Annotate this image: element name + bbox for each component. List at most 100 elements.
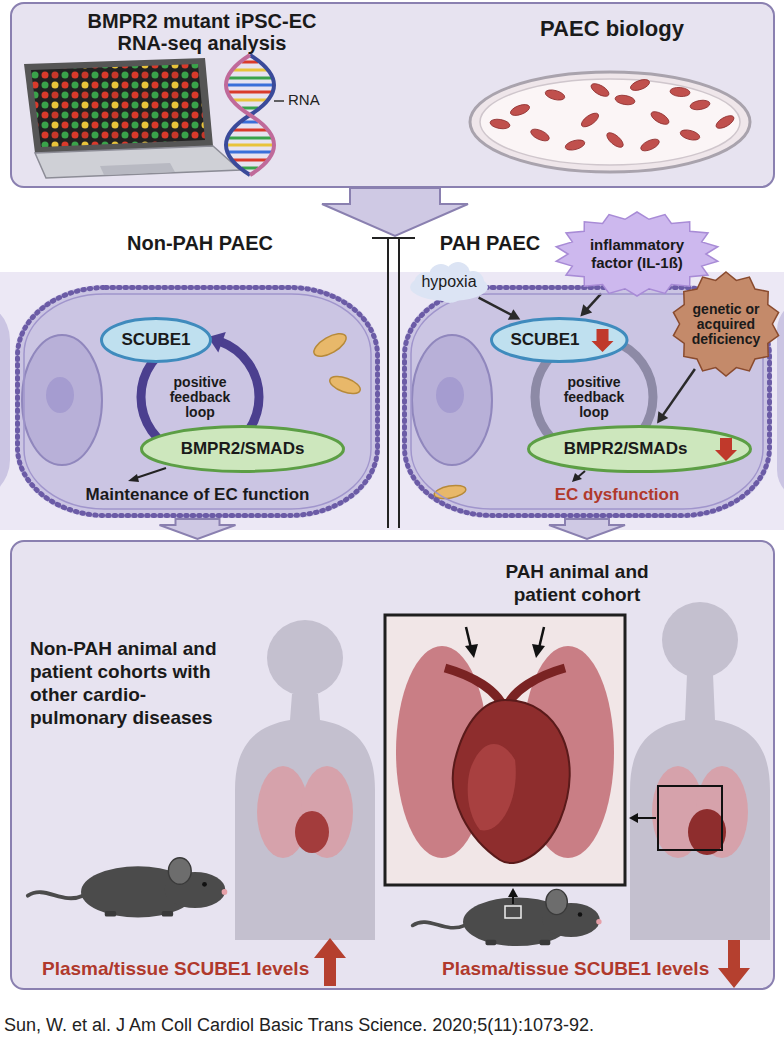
top-panel: BMPR2 mutant iPSC-EC RNA-seq analysis PAE… — [10, 2, 775, 188]
petri-dish-part — [489, 77, 736, 153]
heart-inset-part — [453, 700, 570, 863]
heart-inset-part — [466, 627, 471, 648]
panel-text: Plasma/tissue SCUBE1 levels — [442, 957, 709, 980]
person-silhouette-part — [235, 694, 375, 940]
person-silhouette-part — [295, 811, 329, 853]
node-text: positive feedback loop — [160, 375, 240, 420]
main-arrow-part — [322, 188, 468, 236]
mouse-figure-part — [508, 888, 518, 897]
nucleus-part — [22, 335, 102, 465]
factor-burst: inflammatory factor (IL-1ß) — [555, 212, 719, 296]
leader-line — [274, 100, 284, 102]
dna-helix-part — [226, 55, 274, 175]
burst-outline — [556, 212, 718, 296]
laptop — [24, 58, 240, 178]
tissue-band-part — [402, 285, 772, 518]
cell-membrane — [24, 294, 371, 509]
star-outline — [673, 272, 778, 376]
connector-line — [479, 298, 512, 315]
person-silhouette-part — [636, 817, 656, 819]
dna-helix-part-part — [228, 77, 272, 80]
connector — [160, 519, 236, 539]
node-text: positive feedback loop — [554, 375, 634, 420]
ellipse-outline — [142, 427, 344, 472]
panel-text: PAEC biology — [507, 16, 717, 42]
bottom-panel-ground-part — [10, 540, 775, 990]
petri-dish-part-part — [649, 109, 671, 127]
node-text: SCUBE1 — [122, 330, 191, 350]
petri-dish-part-part — [579, 111, 601, 130]
mitochondria-part — [310, 329, 349, 361]
effect-arrow-part — [128, 474, 139, 482]
panel-text: Non-PAH animal and patient cohorts with … — [30, 637, 235, 729]
dna-helix-part-part — [232, 129, 268, 132]
mouse-figure-part — [413, 889, 602, 946]
dna-helix-part-part — [228, 137, 272, 140]
mouse-figure-part — [505, 906, 521, 918]
bottom-panel-ground — [10, 540, 775, 990]
dna-helix-part-part — [232, 69, 268, 72]
connector — [479, 298, 521, 320]
heart-inset-part — [532, 644, 545, 658]
bottom-panel: Non-PAH animal and patient cohorts with … — [10, 540, 775, 990]
ellipse-outline — [102, 319, 211, 362]
connector-line — [587, 294, 601, 310]
person-silhouette-part — [629, 813, 638, 823]
mitochondria-part — [328, 373, 363, 397]
mitochondria — [310, 329, 466, 501]
dna-helix-part-part — [232, 159, 268, 162]
loop-arrowhead — [208, 332, 226, 353]
panel-text: Non-PAH PAEC — [115, 232, 285, 254]
nucleus — [22, 335, 492, 465]
petri-dish-part-part — [689, 99, 710, 111]
petri-dish-part-part — [614, 94, 635, 106]
tissue-band-part — [0, 272, 784, 530]
nucleus-part — [436, 377, 464, 413]
petri-dish-part-part — [544, 88, 566, 102]
divider-part — [398, 238, 400, 528]
petri-dish-part-part — [589, 81, 611, 99]
nucleus-part — [412, 335, 492, 465]
heart-inset-part — [465, 644, 478, 658]
mouse-figure — [413, 888, 602, 946]
petri-dish-part-part — [489, 118, 510, 130]
decrease-arrow — [715, 438, 737, 461]
node-text: inflammatory factor (IL-1ß) — [577, 236, 697, 272]
mouse-figure — [28, 858, 228, 918]
panel-text: PAH PAEC — [430, 232, 550, 254]
petri-dish-part-part — [629, 77, 651, 92]
petri-dish-part-part — [509, 102, 531, 117]
deficiency-star: genetic or acquired deficiency — [672, 272, 780, 376]
cell-membrane — [18, 288, 378, 516]
level-arrow-part — [314, 938, 346, 986]
heart-inset-part — [539, 627, 544, 648]
hypoxia-cloud: hypoxia — [408, 262, 490, 302]
effect-arrow-part — [578, 471, 585, 477]
node-text: BMPR2/SMADs — [564, 439, 688, 459]
laptop-part — [24, 58, 213, 153]
bmpr2-ellipse: BMPR2/SMADs — [527, 425, 752, 473]
node-text: genetic or acquired deficiency — [687, 302, 765, 347]
block-arrow — [549, 519, 625, 539]
connector-line — [663, 369, 695, 415]
top-panel-ground-part — [10, 2, 775, 188]
dna-helix-part-part — [226, 84, 274, 87]
petri-dish — [470, 72, 750, 172]
heart-inset-part — [385, 615, 625, 885]
top-panel-ground — [10, 2, 775, 188]
panel-text: Plasma/tissue SCUBE1 levels — [42, 957, 309, 980]
node-text: BMPR2/SMADs — [181, 439, 305, 459]
heart-inset-part — [468, 744, 516, 830]
connector — [657, 369, 695, 424]
caption-text: Sun, W. et al. J Am Coll Cardiol Basic T… — [4, 1014, 594, 1036]
bmpr2-ellipse: BMPR2/SMADs — [140, 425, 345, 473]
petri-dish-part — [480, 79, 740, 165]
petri-dish-part-part — [670, 87, 691, 98]
petri-dish-part-part — [714, 113, 736, 131]
nucleus-part — [46, 377, 74, 413]
tissue-band — [0, 272, 784, 530]
level-arrow-part — [718, 940, 750, 988]
panel-text: BMPR2 mutant iPSC-EC RNA-seq analysis — [77, 10, 327, 54]
effect-arrow-part — [572, 473, 582, 482]
